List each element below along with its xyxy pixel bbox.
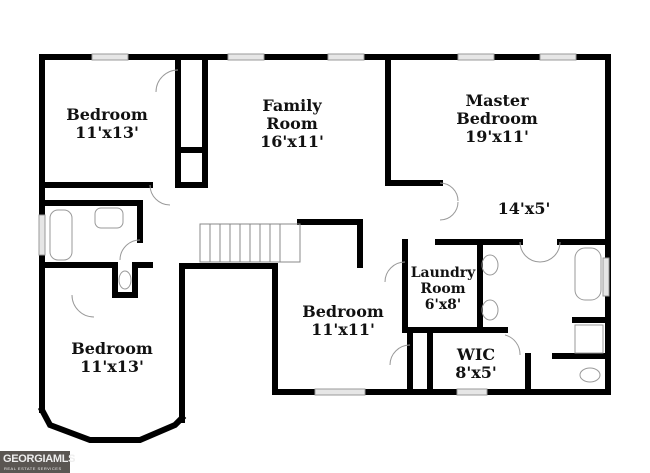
room-size: 6'x8' — [424, 297, 462, 313]
room-size: 16'x11' — [260, 132, 324, 151]
logo-subtext: REAL ESTATE SERVICES — [4, 466, 62, 471]
logo-text: GEORGIAMLS — [3, 453, 76, 465]
room-name-line2: Bedroom — [456, 109, 538, 128]
room-label-family-room: Family Room 16'x11' — [260, 97, 324, 151]
room-size: 8'x5' — [455, 363, 497, 382]
room-label-bedroom-lower-left: Bedroom 11'x13' — [71, 340, 153, 376]
windows — [38, 53, 610, 396]
georgia-mls-logo: GEORGIAMLS REAL ESTATE SERVICES — [0, 451, 75, 473]
room-label-master-bedroom: Master Bedroom 19'x11' — [456, 92, 538, 146]
room-label-bedroom-middle: Bedroom 11'x11' — [302, 303, 384, 339]
room-label-laundry: Laundry Room 6'x8' — [411, 265, 476, 313]
room-size: 19'x11' — [465, 127, 529, 146]
walls — [37, 54, 611, 443]
fixtures — [49, 207, 604, 383]
room-name-line2: Room — [266, 114, 318, 133]
room-size: 11'x13' — [75, 123, 139, 142]
room-label-master-bath: 14'x5' — [498, 200, 551, 218]
room-name: Bedroom — [66, 105, 148, 124]
room-size: 11'x13' — [80, 357, 144, 376]
room-name: Bedroom — [71, 339, 153, 358]
room-name: Bedroom — [302, 302, 384, 321]
door-swings — [71, 69, 561, 366]
staircase — [199, 223, 301, 263]
room-name-line1: Family — [262, 96, 322, 115]
room-name-line1: Laundry — [410, 265, 476, 281]
room-label-wic: WIC 8'x5' — [455, 346, 497, 382]
room-size: 11'x11' — [311, 320, 375, 339]
room-name-line2: Room — [420, 281, 466, 297]
room-size: 14'x5' — [497, 199, 551, 218]
room-label-bedroom-upper-left: Bedroom 11'x13' — [66, 106, 148, 142]
room-name-line1: Master — [465, 91, 529, 110]
room-name: WIC — [456, 345, 496, 364]
